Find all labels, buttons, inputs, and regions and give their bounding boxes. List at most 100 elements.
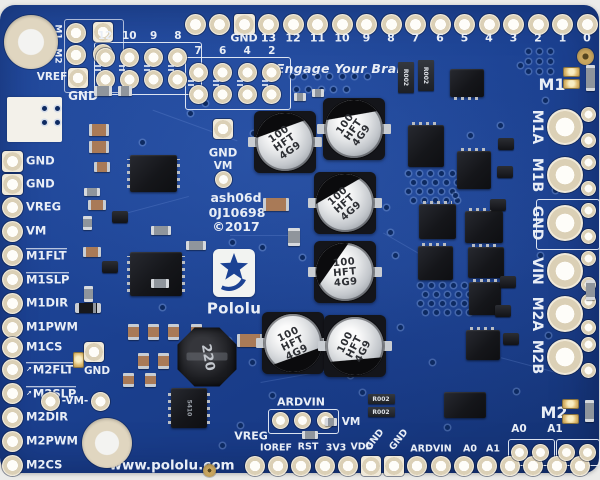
power-inductor: 220 bbox=[177, 327, 237, 387]
header-pin-bottom bbox=[569, 456, 590, 476]
header-pin-bottom bbox=[384, 456, 405, 476]
via-hole bbox=[293, 86, 299, 92]
via-hole bbox=[449, 188, 455, 194]
transistor bbox=[490, 199, 506, 211]
capacitor-solder-tab bbox=[256, 338, 268, 348]
mid-gnd-pad bbox=[213, 119, 233, 139]
via-hole bbox=[331, 86, 336, 92]
via-hole bbox=[397, 324, 403, 330]
ic-pins bbox=[473, 278, 497, 282]
bottom-pin-label: 3V3 bbox=[325, 442, 347, 454]
via-hole bbox=[421, 197, 427, 203]
transistor bbox=[498, 138, 514, 150]
remap-pad bbox=[188, 62, 208, 82]
header-pin-top bbox=[233, 13, 255, 35]
header-pin-bottom bbox=[361, 456, 381, 476]
ic-pins bbox=[168, 392, 171, 424]
header-pin-bottom bbox=[268, 456, 289, 476]
remap-pad bbox=[262, 62, 282, 82]
vref-label: VREF bbox=[36, 70, 68, 83]
ceramic-capacitor bbox=[157, 353, 169, 369]
via-hole bbox=[392, 252, 398, 258]
ic-chip bbox=[457, 148, 491, 189]
via-hole bbox=[443, 197, 449, 203]
left-pin-label: M2PWM bbox=[26, 433, 79, 448]
remap-pin-label: 2 bbox=[268, 44, 276, 57]
inductor-band bbox=[186, 352, 228, 361]
tagline-text: Engage Your Brain bbox=[275, 60, 411, 76]
solder-jumper bbox=[188, 84, 194, 86]
ic-chip bbox=[465, 208, 503, 243]
left-pin-label: M1CS bbox=[26, 339, 63, 354]
via-hole bbox=[454, 197, 460, 203]
via-hole bbox=[438, 188, 444, 194]
motor-terminal-satellite bbox=[580, 132, 596, 148]
ceramic-capacitor bbox=[137, 353, 149, 369]
vref-block-pad bbox=[93, 22, 113, 42]
shunt-marking: R002 bbox=[402, 68, 410, 86]
transistor bbox=[503, 333, 519, 345]
ic-pins bbox=[412, 122, 440, 125]
transistor bbox=[500, 276, 516, 288]
solder-jumper bbox=[143, 65, 150, 67]
header-pin-bottom bbox=[337, 456, 358, 476]
header-pin-top bbox=[576, 13, 598, 35]
url-text: www.pololu.com bbox=[109, 457, 235, 474]
terminal-label: M2B bbox=[529, 339, 545, 375]
via-hole bbox=[547, 48, 553, 54]
via-hole bbox=[249, 359, 255, 365]
capacitor-solder-tab bbox=[248, 137, 260, 147]
header-pin-top bbox=[527, 13, 549, 35]
via-hole bbox=[299, 254, 305, 260]
header-pin-top bbox=[429, 13, 451, 35]
via-hole bbox=[542, 97, 548, 103]
header-pin-label-top: 10 bbox=[334, 31, 350, 45]
ceramic-capacitor bbox=[122, 373, 134, 387]
mid-gnd-label: GND bbox=[208, 145, 238, 160]
transistor bbox=[495, 305, 511, 317]
mid-vm-pad bbox=[214, 170, 232, 188]
left-pin-label: M2DIR bbox=[26, 409, 69, 424]
capacitor-solder-tab bbox=[317, 124, 329, 134]
transistor bbox=[112, 211, 128, 223]
header-pin-label-top: 11 bbox=[309, 31, 326, 45]
via-hole bbox=[439, 300, 445, 306]
analog-jumper-pad bbox=[557, 443, 575, 461]
vreg-label: VREG bbox=[234, 429, 268, 443]
ic-pins bbox=[454, 97, 480, 100]
ic-chip bbox=[408, 122, 444, 167]
capacitor-solder-tab bbox=[370, 267, 382, 277]
via-hole bbox=[547, 68, 553, 74]
via-hole bbox=[536, 58, 542, 64]
left-header-pin bbox=[1, 406, 23, 428]
via-hole bbox=[54, 105, 60, 111]
left-header-pin bbox=[1, 268, 23, 290]
via-hole bbox=[422, 291, 428, 297]
via-hole bbox=[416, 170, 422, 176]
remap-pin-label: 4 bbox=[243, 44, 251, 57]
header-pin-label-top: 8 bbox=[387, 31, 395, 45]
shunt-resistor: R002 bbox=[367, 394, 395, 404]
capacitor-solder-tab bbox=[379, 124, 391, 134]
bottom-pin-label: IOREF bbox=[260, 442, 292, 454]
ic-pins bbox=[461, 148, 487, 151]
via-hole bbox=[229, 239, 235, 245]
remap-pad bbox=[144, 69, 164, 89]
via-hole bbox=[452, 192, 458, 198]
ic-pins bbox=[126, 158, 130, 188]
bottom-pin-label: GND bbox=[387, 427, 411, 453]
via-hole bbox=[387, 229, 393, 235]
header-pin-label-top: 13 bbox=[260, 31, 277, 45]
via-hole bbox=[444, 424, 450, 430]
remap-pad bbox=[213, 62, 233, 82]
via-hole bbox=[219, 442, 225, 448]
via-hole bbox=[545, 332, 551, 338]
via-hole bbox=[237, 422, 243, 428]
remap-pin-label: 10 bbox=[121, 29, 137, 42]
status-led bbox=[72, 352, 84, 368]
solder-jumper bbox=[212, 80, 219, 82]
